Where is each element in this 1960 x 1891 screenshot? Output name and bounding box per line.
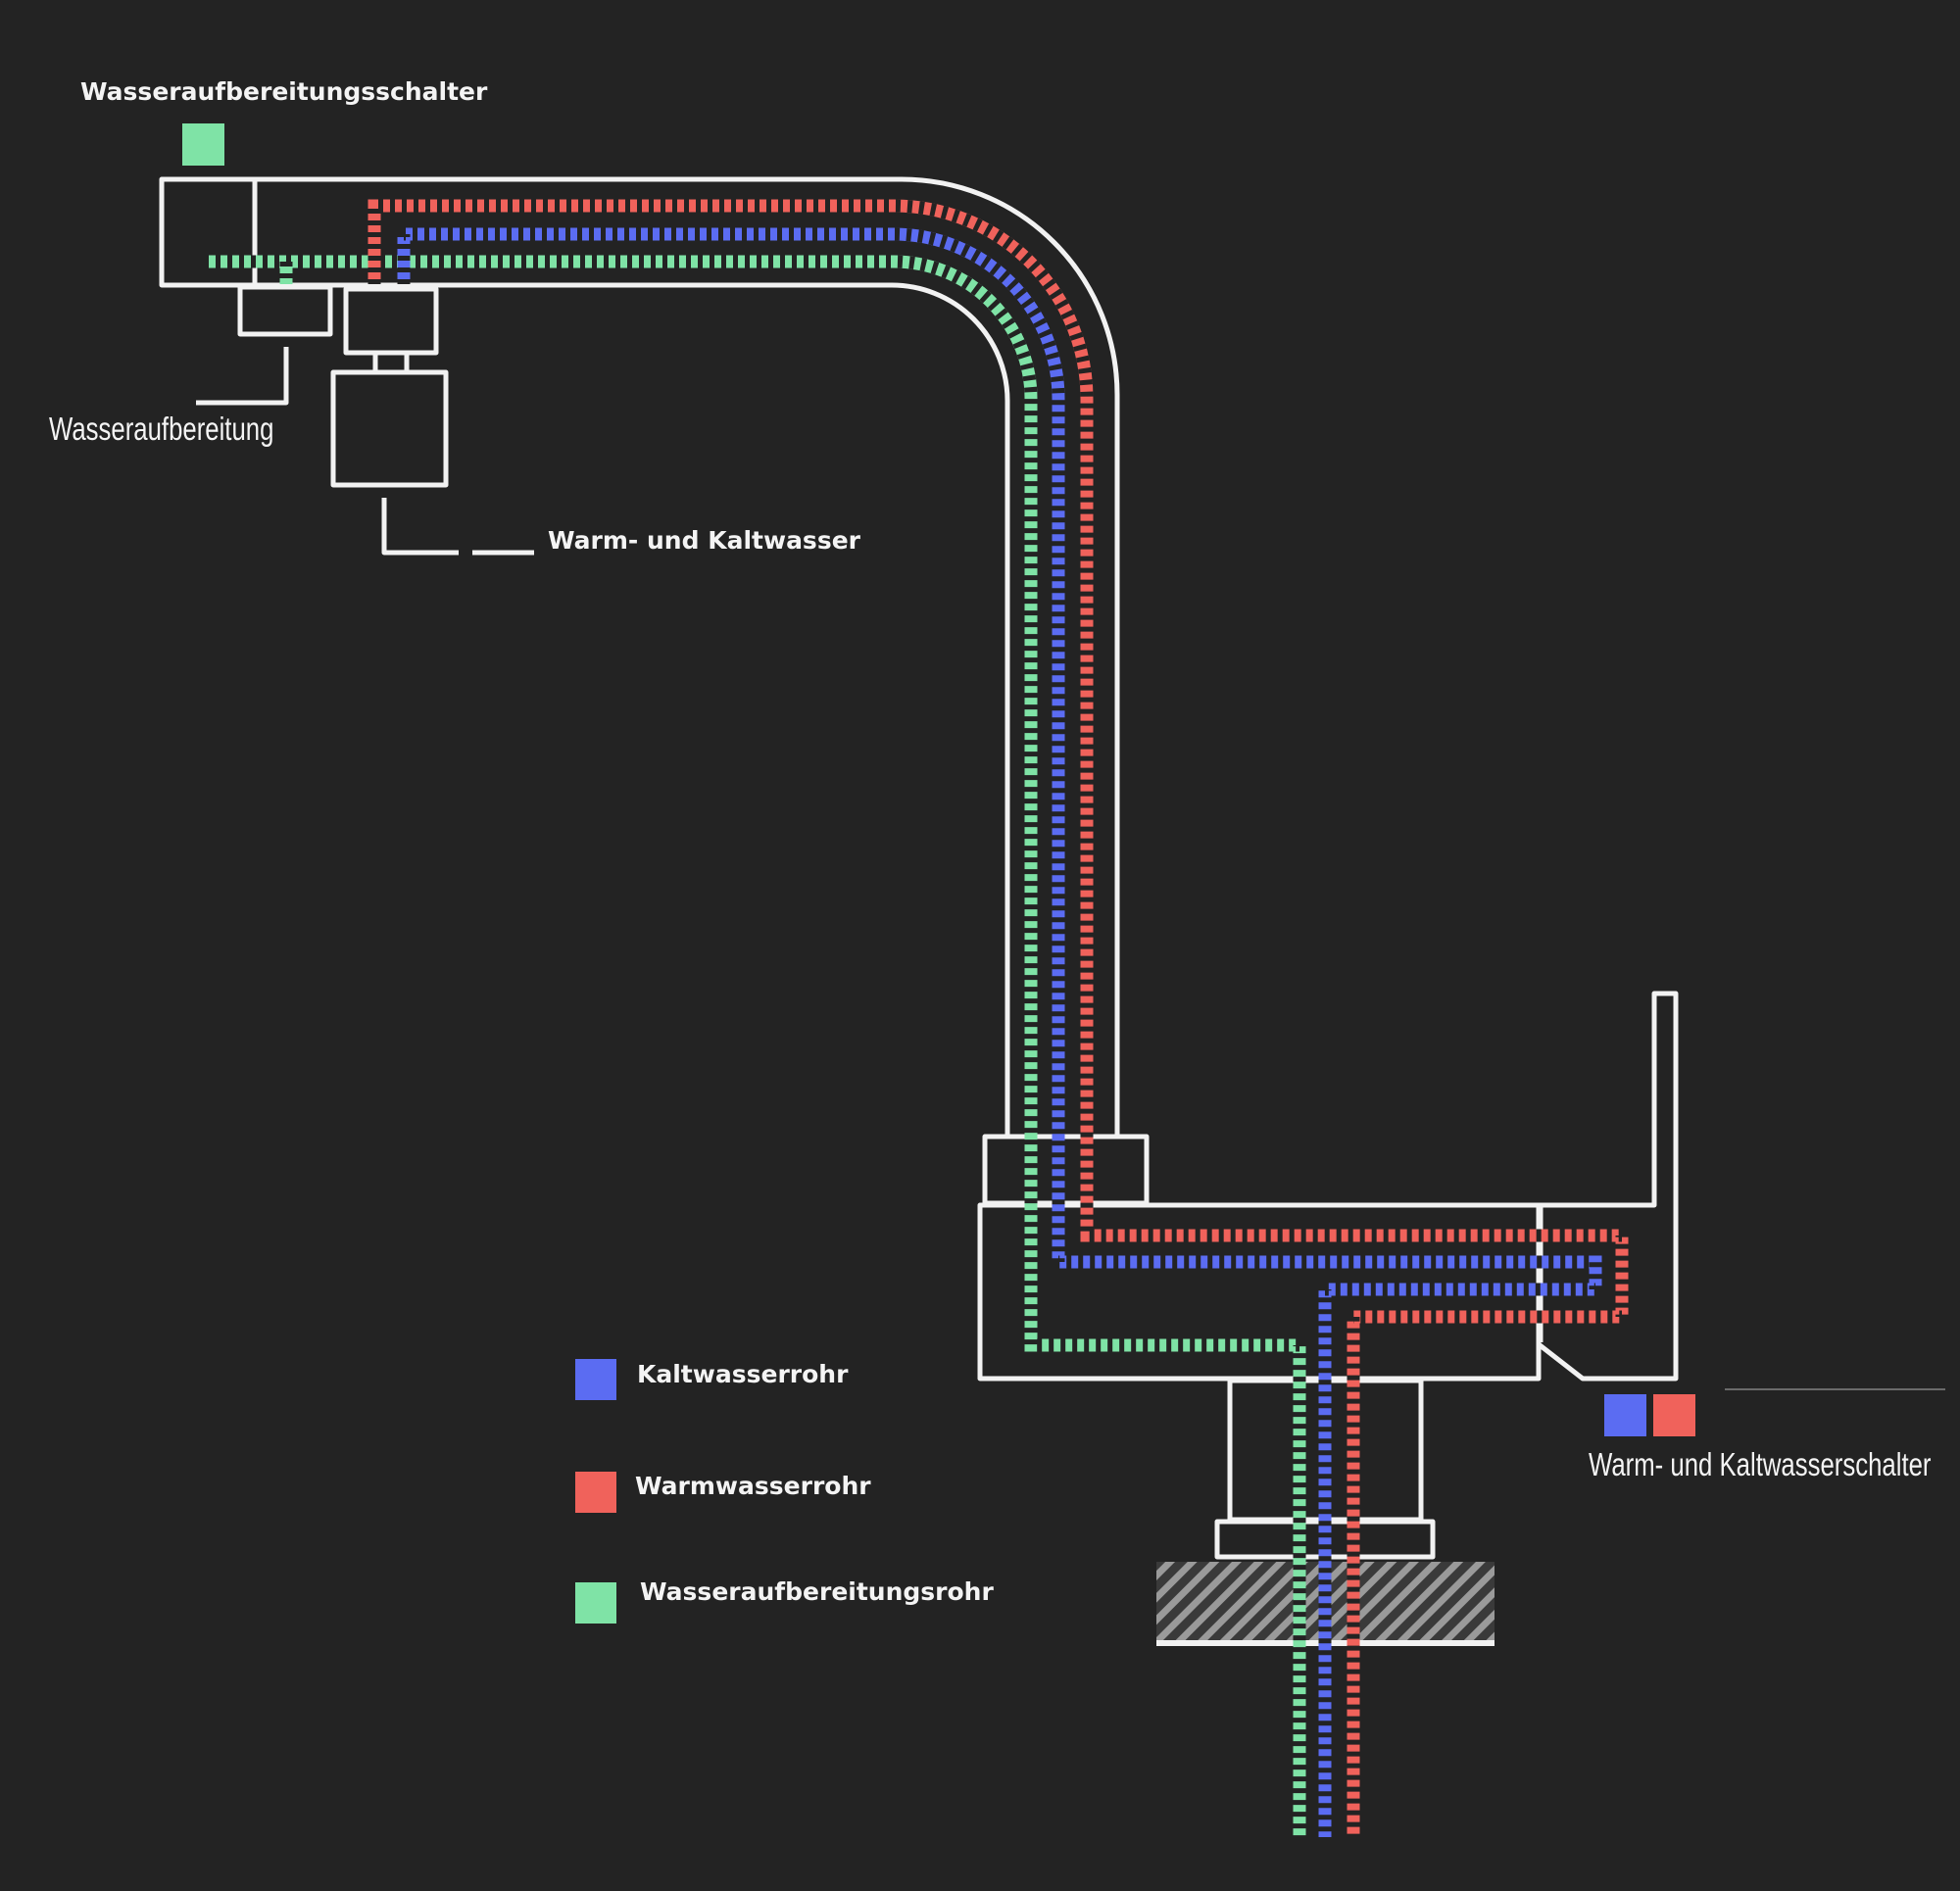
legend-swatch-treatment [575,1582,616,1624]
hot-water-pipe [368,199,1629,1837]
spout-outer-wall [255,176,1120,1137]
leader-treatment-unit [196,347,289,406]
cold-switch-indicator [1604,1394,1646,1436]
aerator-stem [372,353,410,372]
spout-inner-wall [255,282,1010,1137]
lever-handle [1537,991,1679,1382]
treatment-unit-label: Wasseraufbereitung [49,411,274,447]
faucet-outline [159,176,1945,1560]
legend-label-hot: Warmwasserrohr [635,1472,871,1500]
cold-water-pipe [397,227,1602,1837]
aerator-body [330,369,449,488]
leader-hot-cold-water [381,498,534,556]
treatment-switch-indicator [182,123,224,166]
treatment-switch-label: Wasseraufbereitungsschalter [80,77,488,106]
legend-label-cold: Kaltwasserrohr [637,1360,849,1388]
hot-switch-indicator [1653,1394,1695,1436]
aerator-neck [343,286,439,356]
legend-swatch-hot [575,1472,616,1513]
legend-label-treatment: Wasseraufbereitungsrohr [640,1577,994,1606]
treatment-unit-box [237,284,333,337]
spout-collar [982,1134,1150,1206]
hot-cold-water-label: Warm- und Kaltwasser [548,526,860,555]
legend-swatch-cold [575,1359,616,1400]
treatment-pipe [204,255,1306,1837]
head-box [159,176,258,288]
hot-cold-switch-label: Warm- und Kaltwasserschalter [1589,1446,1932,1482]
